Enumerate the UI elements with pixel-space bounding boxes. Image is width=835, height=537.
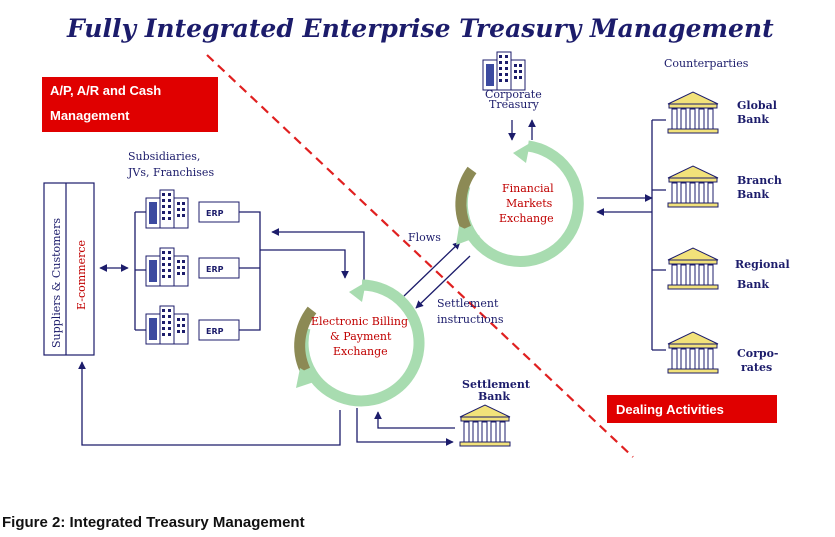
- flows-label: Flows: [408, 231, 441, 244]
- erp-label-1: ERP: [206, 209, 224, 218]
- subsidiaries-label-2: JVs, Franchises: [127, 166, 214, 179]
- financial-label-2: Markets: [506, 197, 553, 210]
- subsidiary-3: ERP: [145, 305, 240, 345]
- financial-label-1: Financial: [502, 182, 554, 195]
- flow-arrow-down: [415, 255, 471, 309]
- erp-label-2: ERP: [206, 265, 224, 274]
- billing-label-1: Electronic Billing: [311, 315, 408, 328]
- counterparty-regional-line1: Regional: [735, 258, 790, 271]
- corporate-treasury-label-1: Corporate: [485, 88, 542, 101]
- subsidiaries-label-1: Subsidiaries,: [128, 150, 200, 163]
- divider-line: [206, 54, 634, 458]
- billing-to-erp-arrow: [271, 228, 365, 290]
- counterparty-branch: Branch Bank: [667, 165, 782, 208]
- bank-to-billing-arrow: [374, 411, 455, 429]
- settlement-instructions-1: Settlement: [437, 297, 499, 310]
- settlement-bank-label-1: Settlement: [462, 378, 531, 391]
- flow-arrow-up: [403, 241, 461, 297]
- settlement-bank-label-2: Bank: [478, 390, 510, 403]
- financial-label-3: Exchange: [499, 212, 554, 225]
- counterparties-header: Counterparties: [664, 57, 749, 70]
- counterparty-global: Global Bank: [667, 91, 777, 134]
- figure-caption: Figure 2: Integrated Treasury Management: [2, 514, 305, 531]
- counterparty-regional: Regional Bank: [667, 247, 790, 291]
- ecommerce-label: E-commerce: [75, 240, 88, 310]
- corporate-treasury-building: [482, 51, 526, 91]
- counterparty-corporates-line1: Corpo-: [737, 347, 778, 360]
- corporate-treasury-label-2: Treasury: [489, 98, 540, 111]
- settlement-bank: [459, 404, 511, 447]
- counterparty-regional-line2: Bank: [737, 278, 769, 291]
- counterparty-global-line1: Global: [737, 99, 777, 112]
- counterparty-global-line2: Bank: [737, 113, 769, 126]
- erp-label-3: ERP: [206, 327, 224, 336]
- dealing-label: Dealing Activities: [616, 402, 724, 417]
- counterparty-corporates-line2: rates: [741, 361, 772, 374]
- settlement-instructions-2: instructions: [437, 313, 504, 326]
- suppliers-customers-label: Suppliers & Customers: [50, 218, 63, 348]
- billing-label-2: & Payment: [330, 330, 392, 343]
- counterparty-branch-line1: Branch: [737, 174, 782, 187]
- counterparty-branch-line2: Bank: [737, 188, 769, 201]
- dealing-box: Dealing Activities: [607, 395, 777, 423]
- subsidiary-2: ERP: [145, 247, 240, 287]
- financial-exchange-cycle: [455, 140, 584, 267]
- counterparty-corporates: Corpo- rates: [667, 331, 778, 374]
- billing-label-3: Exchange: [333, 345, 388, 358]
- billing-to-suppliers-arrow: [78, 361, 341, 446]
- billing-exchange-cycle: [294, 279, 425, 407]
- billing-to-bank-arrow: [356, 408, 454, 446]
- ap-ar-box: A/P, A/R and Cash Management: [42, 77, 218, 132]
- suppliers-panel: Suppliers & Customers E-commerce: [43, 182, 95, 356]
- subsidiary-1: ERP: [145, 189, 240, 229]
- ap-ar-label-2: Management: [50, 108, 130, 123]
- ap-ar-label-1: A/P, A/R and Cash: [50, 83, 161, 98]
- diagram-title: Fully Integrated Enterprise Treasury Man…: [66, 14, 774, 43]
- erp-to-billing-arrow: [260, 249, 349, 279]
